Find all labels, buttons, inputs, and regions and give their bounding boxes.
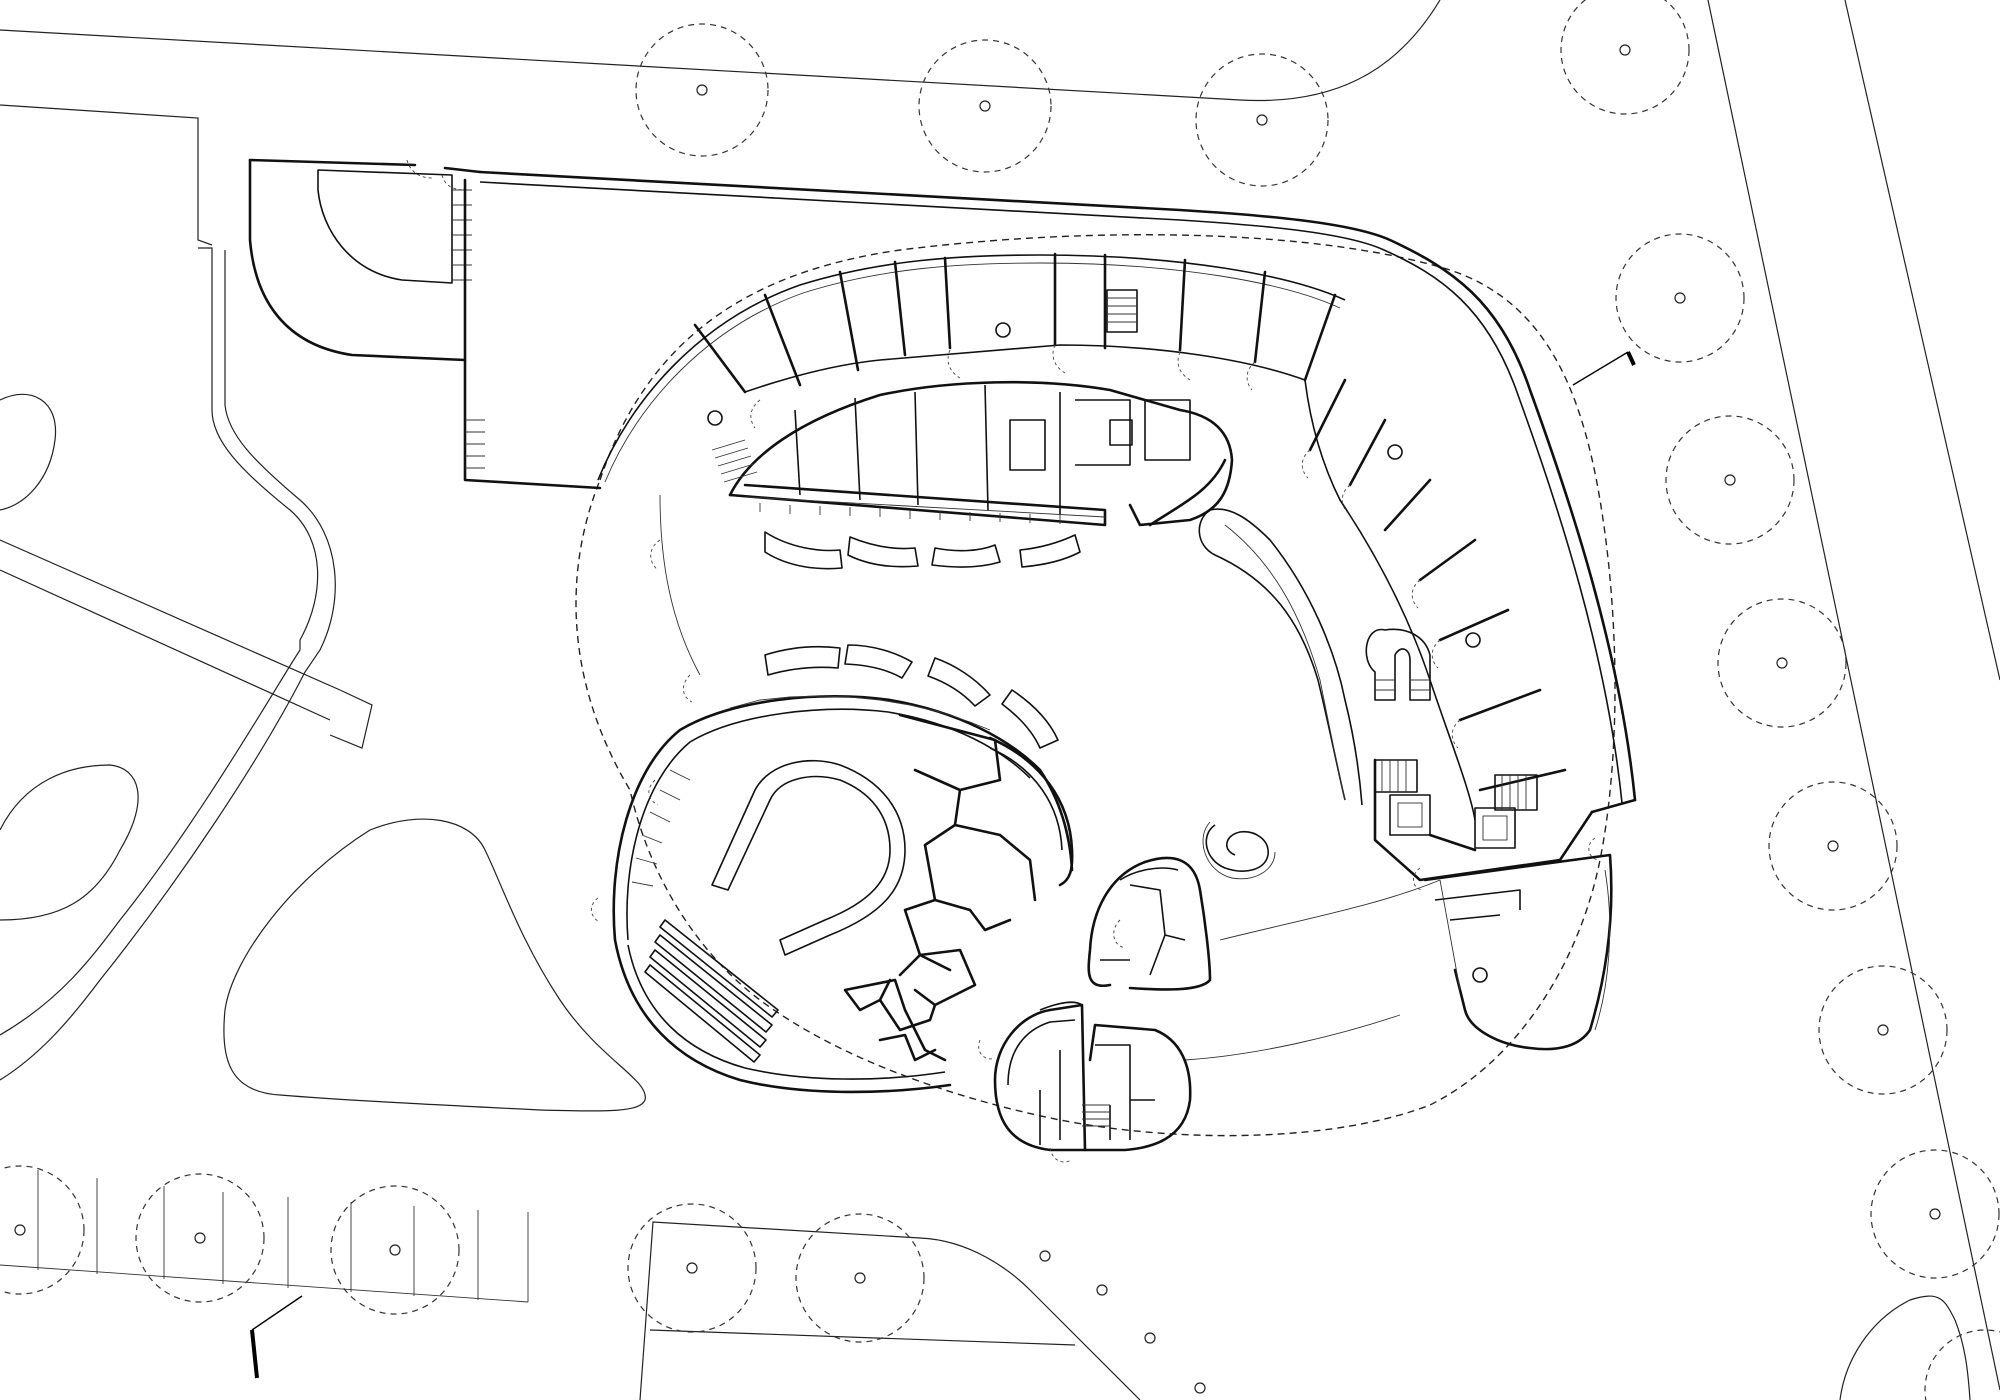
tree xyxy=(1195,53,1329,187)
spiral-sculpture xyxy=(1205,824,1269,872)
office-wing-outer-curve-2 xyxy=(604,262,1341,483)
pod-southwest xyxy=(993,1003,1087,1152)
lobby-glazing xyxy=(1594,869,1611,1031)
bollards xyxy=(1039,1250,1206,1394)
office-corridor-north xyxy=(744,344,1306,393)
oval-hall-south-wall xyxy=(627,944,946,1080)
pod-bridge xyxy=(1039,1001,1083,1011)
core-block-lower-edge xyxy=(728,483,1107,527)
main-outer-wall-inner xyxy=(479,181,1623,804)
lift-east-2 xyxy=(1474,807,1516,849)
road-edge-bottom-1 xyxy=(639,1221,1141,1400)
road-edge-top xyxy=(0,0,1441,102)
left-footpath-inner xyxy=(0,250,336,1081)
left-site-boundary xyxy=(0,104,213,246)
central-ramp xyxy=(1198,508,1363,806)
courtyard-curtain-wall-west xyxy=(659,494,701,676)
core-block-outer xyxy=(728,380,1234,527)
tree xyxy=(1560,0,1690,115)
column-southeast xyxy=(1472,967,1488,983)
tree xyxy=(918,39,1052,173)
seating-row-north xyxy=(764,531,1081,570)
office-partitions-north xyxy=(693,252,1337,394)
courtyard-curtain-wall-south xyxy=(1184,879,1461,1061)
oval-window-mullions xyxy=(631,769,691,887)
landscape-island-mid-left xyxy=(0,764,139,921)
main-outer-wall xyxy=(478,170,1637,802)
section-marker-bottom-left xyxy=(250,1295,303,1379)
tree xyxy=(795,1213,925,1343)
hall-bench-rows xyxy=(644,919,779,1063)
stair-east-1 xyxy=(1374,759,1418,793)
tree xyxy=(627,1203,757,1333)
north-annex-inner xyxy=(317,169,453,284)
roof-outline xyxy=(575,234,1616,1137)
door-swings xyxy=(406,159,1599,1163)
southeast-lobby xyxy=(1423,853,1613,1051)
oval-hall-glazing xyxy=(729,695,991,731)
column-east-2 xyxy=(1465,632,1481,648)
section-marker-top-right xyxy=(1572,351,1636,386)
north-annex-wall xyxy=(248,158,602,490)
pod-stair xyxy=(1082,1104,1110,1127)
tree xyxy=(1717,598,1847,728)
landscape-island-top-left xyxy=(0,393,57,511)
seating-row-south xyxy=(764,644,1059,749)
landscape-island-bottom-right xyxy=(1839,1295,1971,1400)
tree xyxy=(1818,965,1948,1095)
stair-west xyxy=(711,439,758,483)
east-service-walls xyxy=(1373,758,1594,882)
hall-east-curve xyxy=(988,736,1074,887)
east-corridor-wall xyxy=(1304,379,1476,821)
hall-east-rooms xyxy=(878,713,1037,1032)
tree xyxy=(635,23,769,157)
hall-southeast-rooms xyxy=(843,978,947,1062)
annex-stair-2 xyxy=(465,419,485,469)
tree xyxy=(330,1185,460,1315)
road-edge-right-1 xyxy=(1707,0,2000,1391)
east-wall-end xyxy=(1590,798,1637,814)
building-plan xyxy=(248,158,1637,1163)
road-edge-right-2 xyxy=(1844,0,2000,681)
pod-southeast xyxy=(1083,1023,1192,1152)
stair-north xyxy=(1106,289,1138,333)
diagonal-path-end xyxy=(329,689,373,749)
tree xyxy=(1665,415,1795,545)
diagonal-path-upper xyxy=(0,539,341,691)
annex-wall-top xyxy=(248,158,482,174)
annex-stair xyxy=(452,189,472,281)
stair-east-2 xyxy=(1494,774,1538,811)
tree xyxy=(1924,1329,2000,1400)
core-east-tip xyxy=(1148,458,1227,527)
oval-hall-inner xyxy=(626,708,1031,941)
column-northwest xyxy=(707,410,723,426)
tree xyxy=(1768,781,1898,911)
left-footpath xyxy=(0,247,319,1036)
office-wing-outer-curve xyxy=(597,254,1346,481)
core-glazing-strip xyxy=(744,496,1106,524)
lift-east-1 xyxy=(1389,794,1431,836)
core-partitions xyxy=(794,384,1191,515)
pod-small xyxy=(1087,856,1212,991)
tree xyxy=(135,1173,265,1303)
u-shaped-seating xyxy=(711,759,906,956)
road-edge-bottom-2 xyxy=(649,1329,1076,1346)
column-east-1 xyxy=(1387,444,1403,460)
tree xyxy=(1870,1149,2000,1279)
landscape-island-large xyxy=(223,818,646,1112)
parking-bays xyxy=(0,1170,529,1303)
column-north xyxy=(995,322,1011,338)
diagonal-path-lower xyxy=(0,569,331,721)
tree xyxy=(1615,233,1745,363)
spiral-stair xyxy=(1365,628,1431,701)
office-partitions-east xyxy=(1308,378,1567,792)
tree xyxy=(0,1165,85,1295)
